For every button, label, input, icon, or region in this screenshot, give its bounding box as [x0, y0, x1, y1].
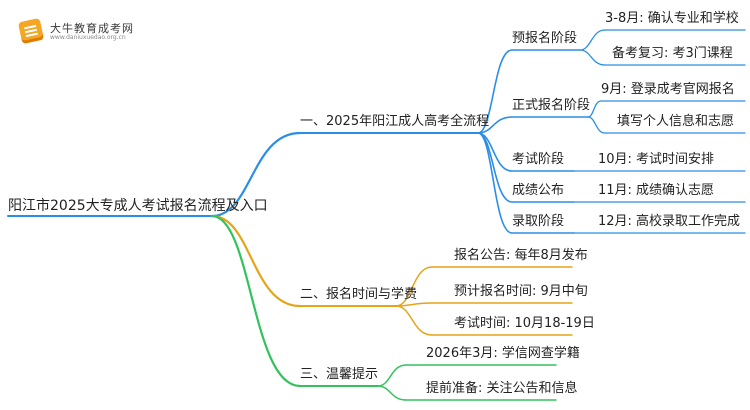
leaf-admit-1: 12月: 高校录取工作完成 [598, 214, 741, 229]
link-prereg-leaf-2 [579, 49, 606, 66]
leaf-xuexin: 2026年3月: 学信网查学籍 [426, 346, 580, 361]
link-branch-1-stage-2 [477, 116, 513, 134]
leaf-formal-2: 填写个人信息和志愿 [617, 114, 735, 129]
stage-score: 成绩公布 [512, 183, 565, 198]
link-root-branch-1 [210, 131, 302, 218]
logo-title: 大牛教育成考网 [50, 22, 134, 35]
stage-exam: 考试阶段 [512, 152, 565, 167]
leaf-reg-time: 预计报名时间: 9月中旬 [454, 284, 588, 299]
link-branch-3-leaf-1 [377, 364, 407, 387]
leaf-notice: 报名公告: 每年8月发布 [454, 248, 588, 263]
stage-prereg: 预报名阶段 [512, 31, 578, 46]
leaf-prereg-1: 3-8月: 确认专业和学校 [605, 11, 739, 26]
leaf-prepare: 提前准备: 关注公告和信息 [426, 381, 578, 396]
leaf-exam-time: 考试时间: 10月18-19日 [454, 316, 595, 331]
link-branch-2-leaf-3 [395, 305, 433, 336]
branch-1-title: 一、2025年阳江成人高考全流程 [300, 114, 490, 129]
root-topic: 阳江市2025大专成人考试报名流程及入口 [8, 198, 268, 214]
link-root-branch-2 [210, 214, 302, 308]
logo-url: www.daniuxuedao.org.cn [50, 34, 126, 41]
link-branch-1-stage-5 [477, 132, 513, 234]
branch-3-title: 三、温馨提示 [300, 367, 379, 382]
link-formal-leaf-1 [587, 100, 602, 118]
link-branch-3-leaf-2 [377, 385, 407, 401]
link-root-branch-3 [210, 214, 302, 388]
link-branch-1-stage-1 [477, 49, 513, 134]
link-prereg-leaf-1 [579, 29, 606, 51]
leaf-score-1: 11月: 成绩确认志愿 [598, 183, 715, 198]
leaf-formal-1: 9月: 登录成考官网报名 [601, 82, 735, 97]
link-branch-2-leaf-1 [395, 266, 433, 307]
stage-admit: 录取阶段 [512, 214, 565, 229]
leaf-prereg-2: 备考复习: 考3门课程 [612, 46, 733, 61]
leaf-exam-1: 10月: 考试时间安排 [598, 152, 715, 167]
site-logo: 大牛教育成考网 www.daniuxuedao.org.cn [17, 17, 140, 46]
link-formal-leaf-2 [587, 116, 606, 134]
branch-2-title: 二、报名时间与学费 [300, 287, 418, 302]
book-icon [17, 17, 45, 45]
stage-formal: 正式报名阶段 [512, 98, 591, 113]
